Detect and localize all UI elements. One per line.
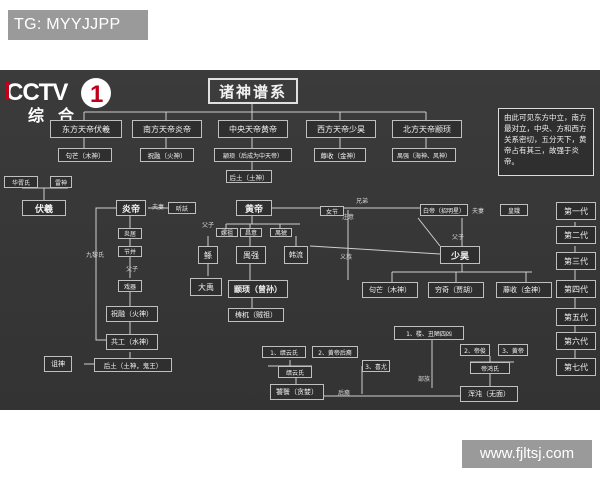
label-wife-yandi: 夫妻	[152, 204, 165, 211]
node-qiongqi: 穷奇（贾胡）	[428, 282, 484, 298]
node-fuxi: 伏羲	[22, 200, 66, 216]
label-xiongdi: 兄弟	[356, 198, 369, 205]
label-fuzi-shaohao: 父子	[452, 234, 465, 241]
channel-tag: TG: MYYJJPP	[8, 10, 148, 40]
direction-center: 中央天帝黄帝	[218, 120, 288, 138]
node-huang-e: 皇娥	[500, 204, 528, 216]
node-dihongshi: 帝鸿氏	[470, 362, 510, 374]
node-leishen: 雷神	[50, 176, 72, 188]
generation-1: 第一代	[556, 202, 596, 220]
node-huangdi: 黄帝	[236, 200, 272, 216]
site-watermark: www.fjltsj.com	[462, 440, 592, 468]
node-taowu: 梼杌（贼祖）	[228, 308, 284, 322]
direction-east: 东方天帝伏羲	[50, 120, 122, 138]
direction-north: 北方天帝颛顼	[392, 120, 462, 138]
node-nvjie: 女节	[320, 206, 344, 216]
node-tingyao: 听訞	[168, 202, 196, 214]
node-huaxushi: 华胥氏	[4, 176, 38, 188]
label-fuzi-yandi: 父子	[126, 266, 139, 273]
generation-6: 第六代	[556, 332, 596, 350]
generation-7: 第七代	[556, 358, 596, 376]
node-gonggong: 共工（水神）	[106, 334, 158, 350]
node-zhuanxu: 颛顼（曾孙）	[228, 280, 288, 298]
label-yizu: 义族	[340, 254, 353, 261]
diagram-title: 诸神谱系	[208, 78, 298, 104]
assistant-zhuanxu: 颛顼（后成为中天帝）	[214, 148, 292, 162]
generation-5: 第五代	[556, 308, 596, 326]
node-jiebing: 节并	[118, 246, 142, 257]
assistant-goumang: 句芒（木神）	[58, 148, 112, 162]
label-wife-baidi: 夫妻	[472, 208, 485, 215]
node-goumang: 句芒（木神）	[362, 282, 418, 298]
node-m1: 1、楼、丑陋四凶	[394, 326, 464, 340]
node-dayu: 大禹	[190, 278, 222, 296]
node-zhurong: 祝融（火神）	[106, 306, 158, 322]
assistant-zhurong: 祝融（火神）	[140, 148, 194, 162]
node-hundun: 浑沌（无面）	[460, 386, 518, 402]
generation-2: 第二代	[556, 226, 596, 244]
node-m3: 3、黄帝	[498, 344, 528, 356]
node-xiqi: 戏器	[118, 280, 142, 292]
assistant-rushou: 蓐收（金神）	[314, 148, 366, 162]
generation-4: 第四代	[556, 280, 596, 298]
node-yandi: 炎帝	[116, 200, 146, 216]
generation-3: 第三代	[556, 252, 596, 270]
connector-lines	[22, 102, 576, 400]
node-n1: 1、缙云氏	[262, 346, 306, 358]
node-houtu-ghost: 后土（土神，鬼王）	[94, 358, 172, 372]
node-hanliu: 韩流	[284, 246, 308, 264]
label-jiuli: 九黎氏	[86, 252, 105, 259]
label-zhuyi: 注意	[342, 214, 355, 221]
node-luozu: 嫘祖	[216, 228, 238, 237]
label-huzhi: 后裔	[338, 390, 351, 397]
node-rushou: 蓐收（金神）	[496, 282, 552, 298]
node-taotie: 饕餮（贪婪）	[270, 384, 324, 400]
node-zhaoshen: 诅神	[44, 356, 72, 372]
node-n3: 3、喜尤	[362, 360, 390, 372]
label-buzu: 部族	[418, 376, 431, 383]
node-baidi: 白帝（招明星）	[420, 204, 468, 216]
assistant-houtu: 后土（土神）	[226, 170, 272, 183]
node-gun: 鲧	[198, 246, 218, 264]
direction-west: 西方天帝少昊	[306, 120, 376, 138]
node-jinyunshi: 缙云氏	[278, 366, 312, 378]
node-changyi: 昌意	[240, 228, 262, 237]
label-fuzi-huangdi: 父子	[202, 222, 215, 229]
node-yuhao: 禺猇	[270, 228, 292, 237]
node-yuqiang: 禺强	[236, 246, 266, 264]
node-m2: 2、帝俊	[460, 344, 490, 356]
node-n2: 2、黄帝后裔	[312, 346, 358, 358]
svg-text:CCTV: CCTV	[6, 79, 68, 106]
svg-text:1: 1	[90, 81, 103, 108]
direction-south: 南方天帝炎帝	[132, 120, 202, 138]
assistant-yuqiang: 禺强（海神、风神）	[392, 148, 456, 162]
node-yanju: 炎居	[118, 228, 142, 239]
summary-note: 由此可见东方中立，南方最对立，中央、方和西方关系密切，五分天下，黄帝占有其三，故…	[498, 108, 594, 176]
diagram-board: CCTV 1 综合 诸神谱系 东方天帝伏羲 南方天帝炎帝 中央天帝黄帝 西方天帝…	[0, 70, 600, 410]
node-shaohao: 少昊	[440, 246, 480, 264]
cctv-logo: CCTV 1	[6, 78, 111, 108]
